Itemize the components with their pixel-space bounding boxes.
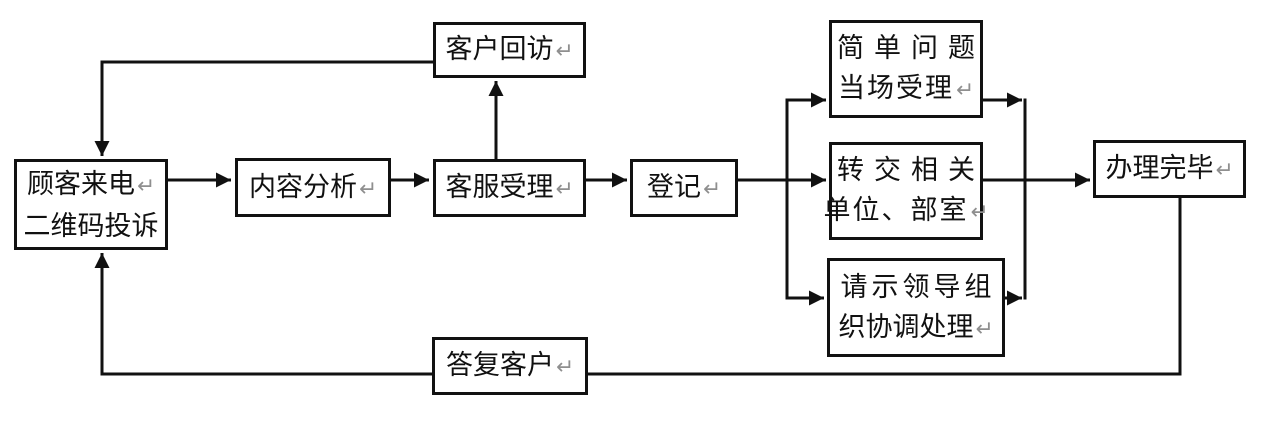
- paragraph-mark: ↵: [955, 77, 977, 102]
- node-service-acceptance: 客服受理↵: [433, 159, 586, 217]
- node-label: 简单问题: [837, 33, 985, 63]
- node-label: 内容分析↵: [248, 171, 378, 202]
- paragraph-mark: ↵: [555, 38, 574, 63]
- node-label: 客户回访↵: [445, 34, 574, 64]
- node-content-analysis: 内容分析↵: [235, 158, 391, 217]
- paragraph-mark: ↵: [1215, 157, 1234, 182]
- edge-done-to-reply: [588, 198, 1182, 376]
- node-label: 当场受理↵: [837, 73, 977, 103]
- node-label: 转交相关: [837, 155, 985, 185]
- node-label: 登记↵: [646, 172, 722, 202]
- paragraph-mark: ↵: [975, 315, 994, 341]
- node-customer-complaint: 顾客来电↵ 二维码投诉: [14, 159, 168, 250]
- node-register: 登记↵: [630, 159, 738, 217]
- node-label: 单位、部室↵: [823, 195, 991, 225]
- paragraph-mark: ↵: [555, 176, 574, 201]
- paragraph-mark: ↵: [702, 176, 722, 201]
- node-label: 答复客户↵: [445, 350, 575, 380]
- node-label: 客服受理↵: [445, 172, 574, 202]
- edge-callback-to-complaint: [94, 60, 434, 156]
- node-label: 顾客来电↵: [26, 168, 156, 199]
- node-simple-problem: 简单问题 当场受理↵: [829, 20, 983, 118]
- node-label: 办理完毕↵: [1105, 153, 1234, 183]
- node-label: 织协调处理↵: [838, 311, 994, 342]
- node-label: 二维码投诉: [23, 210, 159, 241]
- node-leader-coordination: 请示领导组 织协调处理↵: [827, 258, 1005, 357]
- paragraph-mark: ↵: [136, 172, 156, 198]
- paragraph-mark: ↵: [358, 175, 378, 201]
- paragraph-mark: ↵: [555, 354, 575, 379]
- node-customer-callback: 客户回访↵: [433, 22, 586, 78]
- node-processing-complete: 办理完毕↵: [1093, 140, 1246, 198]
- paragraph-mark: ↵: [970, 199, 991, 224]
- edge-reply-to-complaint: [94, 253, 432, 376]
- node-reply-customer: 答复客户↵: [432, 337, 588, 395]
- node-transfer-department: 转交相关 单位、部室↵: [823, 142, 989, 240]
- node-label: 请示领导组: [840, 271, 996, 302]
